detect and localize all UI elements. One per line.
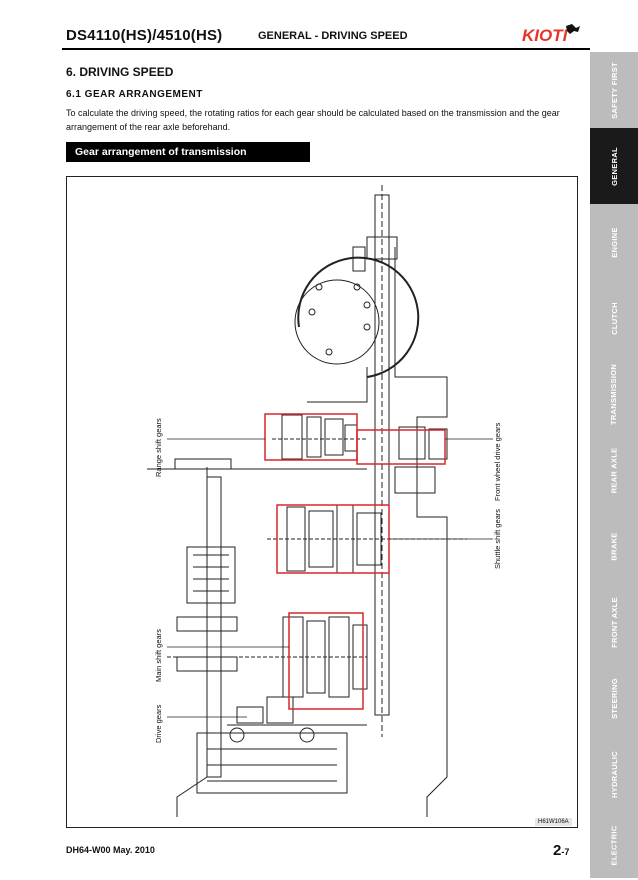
main-shift-box	[288, 612, 364, 710]
label-front-wheel-drive-gears: Front wheel drive gears	[493, 422, 502, 501]
tab-steering[interactable]: STEERING	[590, 660, 638, 738]
section-sidebar: SAFETY FIRST GENERAL ENGINE CLUTCH TRANS…	[590, 52, 638, 880]
svg-text:KIOTI: KIOTI	[522, 26, 569, 45]
page-heading: 6. DRIVING SPEED	[66, 65, 174, 79]
tab-general[interactable]: GENERAL	[590, 128, 638, 206]
gear-drawing	[147, 185, 493, 817]
tab-electric[interactable]: ELECTRIC	[590, 812, 638, 880]
page-number: 2-7	[553, 842, 570, 859]
tab-front-axle[interactable]: FRONT AXLE	[590, 584, 638, 662]
front-drive-box	[356, 429, 446, 465]
tab-rear-axle[interactable]: REAR AXLE	[590, 432, 638, 510]
figure-code: H61W106A	[535, 818, 572, 826]
subheading: 6.1 GEAR ARRANGEMENT	[66, 89, 203, 100]
label-range-shift-gears: Range shift gears	[154, 418, 163, 477]
header-rule	[62, 48, 590, 50]
document-model-title: DS4110(HS)/4510(HS)	[66, 27, 223, 44]
intro-paragraph: To calculate the driving speed, the rota…	[66, 108, 560, 132]
transmission-diagram: Range shift gears Main shift gears Drive…	[66, 176, 578, 828]
tab-clutch[interactable]: CLUTCH	[590, 280, 638, 358]
tab-brake[interactable]: BRAKE	[590, 508, 638, 586]
section-title: GENERAL - DRIVING SPEED	[258, 30, 408, 42]
label-main-shift-gears: Main shift gears	[154, 629, 163, 682]
label-shuttle-shift-gears: Shuttle shift gears	[493, 508, 502, 569]
kioti-logo: KIOTI	[522, 24, 580, 45]
footer-document-id: DH64-W00 May. 2010	[66, 845, 155, 855]
tab-transmission[interactable]: TRANSMISSION	[590, 356, 638, 434]
figure-banner: Gear arrangement of transmission	[66, 142, 310, 162]
tab-safety-first[interactable]: SAFETY FIRST	[590, 52, 638, 130]
tab-hydraulic[interactable]: HYDRAULIC	[590, 736, 638, 814]
label-drive-gears: Drive gears	[154, 704, 163, 743]
tab-engine[interactable]: ENGINE	[590, 204, 638, 282]
